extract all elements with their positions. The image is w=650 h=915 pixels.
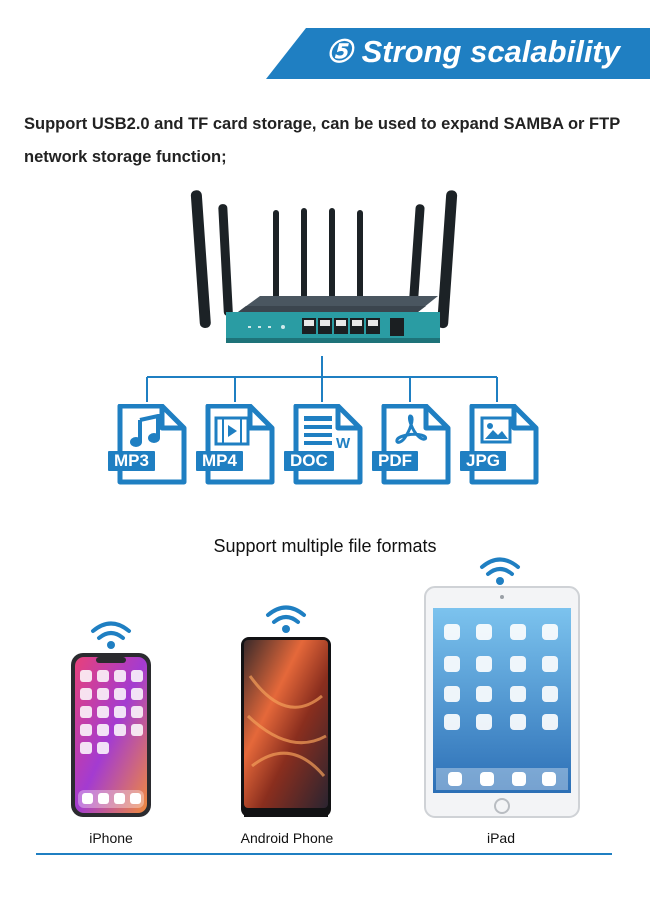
file-format-label: MP3 [108,451,155,471]
file-format-label: PDF [372,451,418,471]
file-format-mp3: MP3 [108,404,190,486]
section-title: ⑤ Strong scalability [325,34,620,69]
music-note-icon [130,414,160,447]
file-format-label: JPG [460,451,507,471]
iphone-image [71,653,151,817]
film-icon [214,416,250,446]
file-format-pdf: PDF [372,404,454,486]
wifi-icon [91,621,131,649]
pdf-acrobat-icon [395,414,428,444]
document-text-icon: W [304,416,351,452]
bottom-divider [36,853,612,855]
iphone-label: iPhone [89,830,133,846]
svg-text:W: W [336,435,351,452]
intro-text: Support USB2.0 and TF card storage, can … [24,115,620,166]
file-format-jpg: JPG [460,404,542,486]
android-phone-label: Android Phone [240,830,334,846]
file-format-mp4: MP4 [196,404,278,486]
section-banner: ⑤ Strong scalability [266,28,650,79]
file-format-doc: W DOC [284,404,366,486]
file-format-label: DOC [284,451,334,471]
router-image [190,190,458,343]
ipad-label: iPad [486,830,516,846]
image-icon [480,416,512,444]
file-format-label: MP4 [196,451,243,471]
ipad-image [424,586,580,818]
wifi-icon [266,605,306,633]
wifi-icon [480,557,520,585]
android-phone-image [241,637,331,817]
formats-caption: Support multiple file formats [213,536,437,556]
